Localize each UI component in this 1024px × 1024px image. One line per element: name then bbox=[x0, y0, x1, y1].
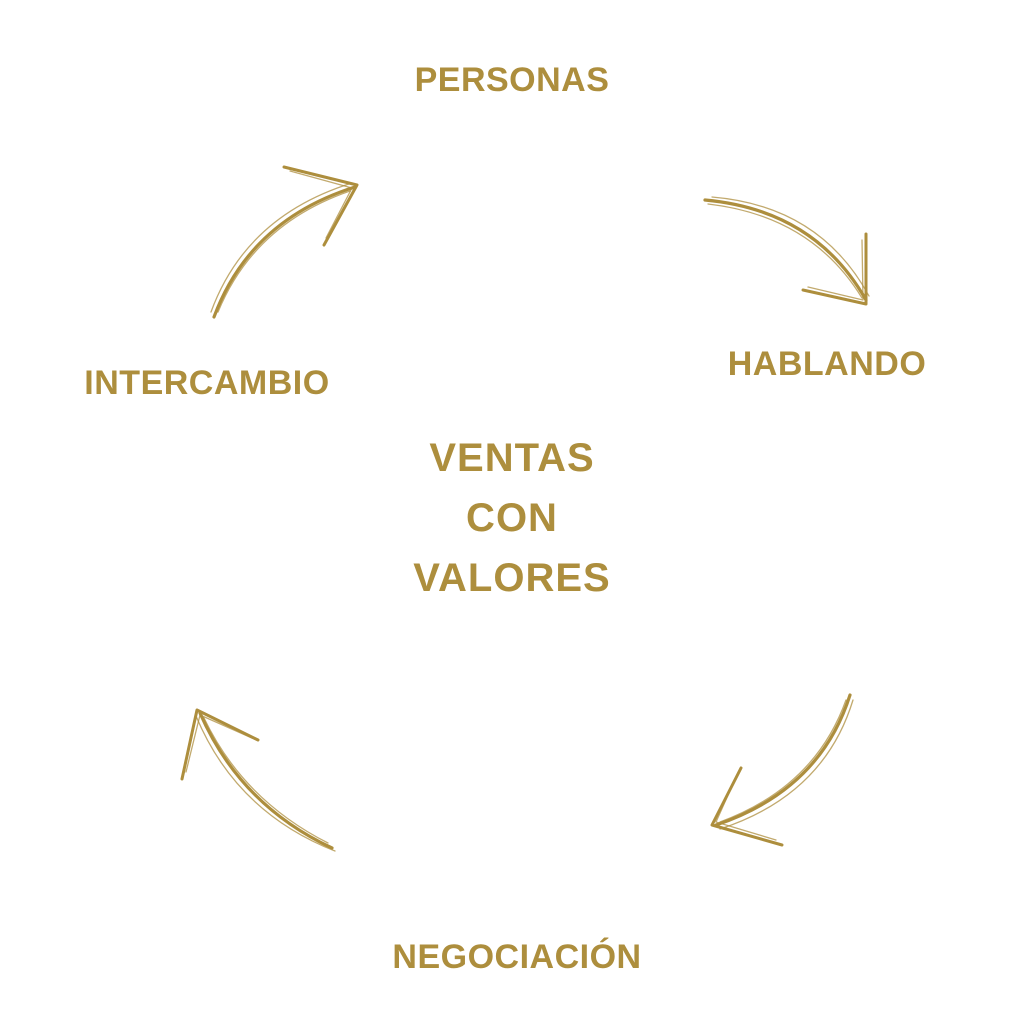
node-label-personas: PERSONAS bbox=[414, 61, 610, 99]
center-title-line-2: CON bbox=[466, 496, 558, 540]
node-label-hablando: HABLANDO bbox=[727, 345, 927, 383]
center-title-line-3: VALORES bbox=[413, 556, 611, 600]
arrow-bottom-to-left-icon bbox=[180, 708, 336, 852]
arrow-top-to-right-icon bbox=[703, 196, 870, 306]
center-title-line-1: VENTAS bbox=[429, 436, 595, 480]
center-title: VENTAS CON VALORES bbox=[413, 428, 610, 608]
arrow-left-to-top-icon bbox=[210, 165, 359, 319]
node-label-intercambio: INTERCAMBIO bbox=[84, 364, 330, 402]
arrow-right-to-bottom-icon bbox=[710, 693, 854, 847]
node-label-negociacion: NEGOCIACIÓN bbox=[392, 938, 642, 976]
